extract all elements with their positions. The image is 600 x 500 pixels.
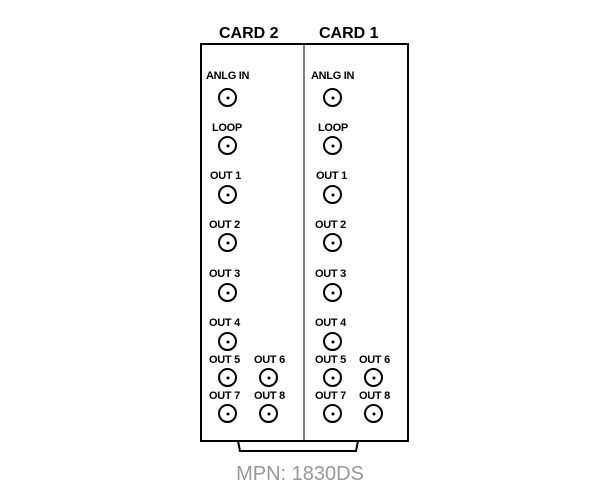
card-1-out5-label: OUT 5 <box>315 354 346 366</box>
card-2-anlg-in-label: ANLG IN <box>206 70 250 82</box>
card-2-out6-connector-icon <box>259 368 278 387</box>
card-2-out4-connector-icon <box>218 332 237 351</box>
card-2-out8-label: OUT 8 <box>254 390 285 402</box>
card-1-anlg-in-label: ANLG IN <box>311 70 355 82</box>
card-1-out8-connector-icon <box>364 404 383 423</box>
card-1-out6-label: OUT 6 <box>359 354 390 366</box>
card-2-out2-label: OUT 2 <box>209 219 240 231</box>
card-2-loop-label: LOOP <box>212 122 242 134</box>
card-1-out7-connector-icon <box>323 404 342 423</box>
card-1-loop-label: LOOP <box>318 122 348 134</box>
card-1-loop-connector-icon <box>323 136 342 155</box>
card-2-out4-label: OUT 4 <box>209 317 240 329</box>
card-1-out2-connector-icon <box>323 233 342 252</box>
card-1-out6-connector-icon <box>364 368 383 387</box>
card-1-out7-label: OUT 7 <box>315 390 346 402</box>
card-2-out3-label: OUT 3 <box>209 268 240 280</box>
card-2-out7-label: OUT 7 <box>209 390 240 402</box>
card-2-out1-label: OUT 1 <box>210 170 241 182</box>
card-1-out3-label: OUT 3 <box>315 268 346 280</box>
card-1-title: CARD 1 <box>319 25 379 42</box>
card-1-out1-connector-icon <box>323 185 342 204</box>
card-2-out7-connector-icon <box>218 404 237 423</box>
card-2-out5-connector-icon <box>218 368 237 387</box>
card-2-anlg-in-connector-icon <box>218 88 237 107</box>
card-1-anlg-in-connector-icon <box>323 88 342 107</box>
card-1-out1-label: OUT 1 <box>316 170 347 182</box>
card-1-out4-connector-icon <box>323 332 342 351</box>
card-1-out2-label: OUT 2 <box>315 219 346 231</box>
card-2-loop-connector-icon <box>218 136 237 155</box>
card-1-out3-connector-icon <box>323 283 342 302</box>
card-2-title: CARD 2 <box>219 25 279 42</box>
card-2-out6-label: OUT 6 <box>254 354 285 366</box>
card-2-out3-connector-icon <box>218 283 237 302</box>
card-1-out5-connector-icon <box>323 368 342 387</box>
card-2-out5-label: OUT 5 <box>209 354 240 366</box>
card-2-out8-connector-icon <box>259 404 278 423</box>
card-1-out4-label: OUT 4 <box>315 317 346 329</box>
part-number-caption: MPN: 1830DS <box>236 463 364 485</box>
card-1-out8-label: OUT 8 <box>359 390 390 402</box>
card-2-out2-connector-icon <box>218 233 237 252</box>
card-2-out1-connector-icon <box>218 185 237 204</box>
